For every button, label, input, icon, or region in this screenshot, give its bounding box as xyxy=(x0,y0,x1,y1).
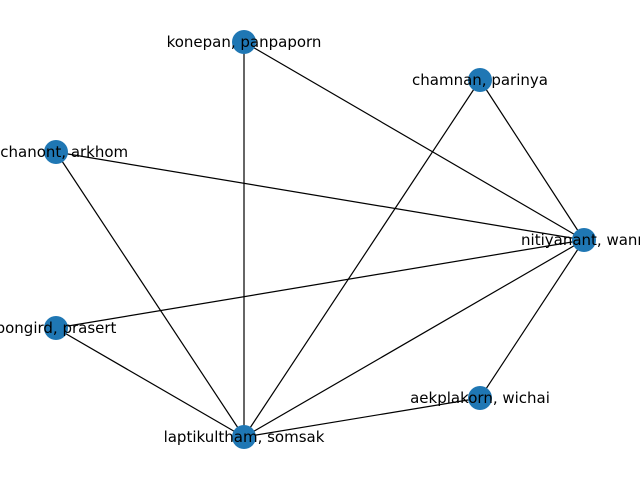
node-pongird[interactable] xyxy=(44,316,68,340)
node-label-wichanont: wichanont, arkhom xyxy=(0,143,128,161)
node-chamnan[interactable] xyxy=(468,68,492,92)
edge-nitiyanant-aekplakorn xyxy=(479,239,585,399)
edge-wichanont-laptikultham xyxy=(55,151,245,438)
node-label-pongird: pongird, prasert xyxy=(0,319,117,337)
node-aekplakorn[interactable] xyxy=(468,386,492,410)
label-layer: konepan, panpaporn chamnan, parinya wichan… xyxy=(0,33,640,446)
node-label-aekplakorn: aekplakorn, wichai xyxy=(410,389,550,407)
edge-layer xyxy=(55,41,585,438)
node-nitiyanant[interactable] xyxy=(572,228,596,252)
edge-wichanont-nitiyanant xyxy=(55,151,585,241)
edge-konepan-nitiyanant xyxy=(243,41,585,241)
node-label-konepan: konepan, panpaporn xyxy=(167,33,322,51)
edge-chamnan-laptikultham xyxy=(243,79,481,438)
edge-pongird-nitiyanant xyxy=(55,239,585,329)
edge-chamnan-nitiyanant xyxy=(479,79,585,241)
node-laptikultham[interactable] xyxy=(232,425,256,449)
node-label-chamnan: chamnan, parinya xyxy=(412,71,548,89)
node-label-laptikultham: laptikultham, somsak xyxy=(164,428,325,446)
node-label-nitiyanant: nitiyanant, wann xyxy=(521,231,640,249)
node-wichanont[interactable] xyxy=(44,140,68,164)
edge-aekplakorn-laptikultham xyxy=(243,397,481,438)
node-layer xyxy=(44,30,596,449)
edge-nitiyanant-laptikultham xyxy=(243,239,585,438)
node-konepan[interactable] xyxy=(232,30,256,54)
edge-pongird-laptikultham xyxy=(55,327,245,438)
